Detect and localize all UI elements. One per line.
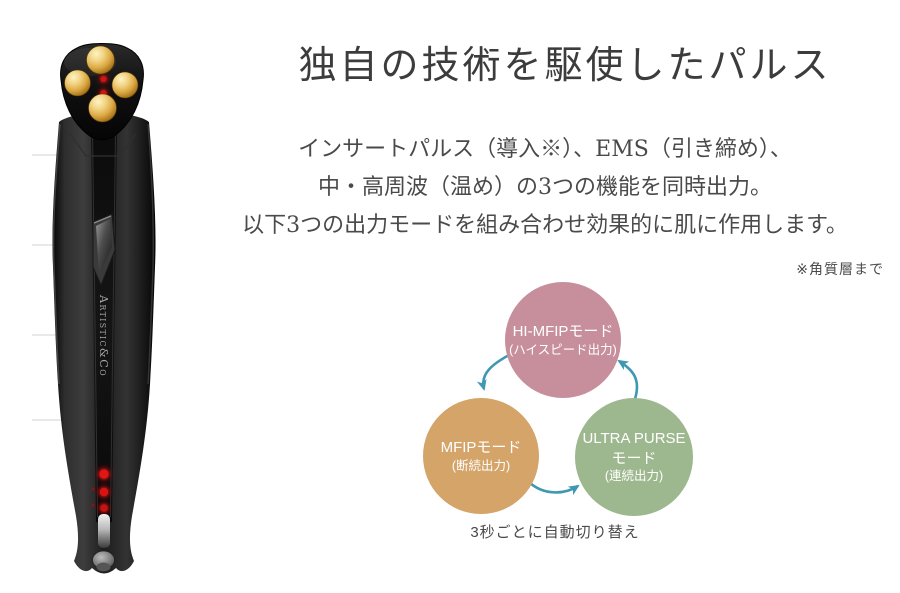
electrode-bottom bbox=[88, 93, 117, 123]
node-hi-mfip-mode: HI-MFIPモード (ハイスピード出力) bbox=[505, 282, 621, 398]
gold-electrodes bbox=[64, 45, 139, 123]
description-line-2: 中・高周波（温め）の3つの機能を同時出力。 bbox=[318, 175, 772, 200]
arrow-mfip-to-ultra-purse bbox=[529, 481, 580, 496]
node-sublabel: (断続出力) bbox=[451, 458, 511, 473]
device-brand-text: Artistic&Co bbox=[97, 294, 111, 377]
description-line-3: 以下3つの出力モードを組み合わせ効果的に肌に作用します。 bbox=[242, 213, 848, 238]
node-label: HI-MFIPモード bbox=[512, 323, 614, 341]
node-ultra-purse-mode: ULTRA PURSE モード (連続出力) bbox=[575, 398, 693, 516]
device-product-image: Artistic&Co bbox=[32, 43, 156, 574]
electrode-top bbox=[86, 45, 115, 75]
node-label: MFIPモード bbox=[440, 439, 522, 457]
device-slider-button bbox=[92, 213, 116, 287]
electrode-left bbox=[64, 69, 91, 97]
head-collar-facet bbox=[69, 133, 137, 157]
node-label: ULTRA PURSE bbox=[582, 430, 686, 448]
arrow-hi-mfip-to-mfip bbox=[476, 352, 512, 391]
electrode-right bbox=[111, 71, 139, 99]
bottom-led-lights bbox=[91, 467, 111, 514]
arrow-ultra-purse-to-hi-mfip bbox=[617, 359, 639, 400]
diagram-caption: 3秒ごとに自動切り替え bbox=[470, 524, 640, 541]
page-title: 独自の技術を駆使したパルス bbox=[298, 43, 832, 87]
node-mfip-mode: MFIPモード (断続出力) bbox=[423, 398, 539, 514]
base-nub bbox=[92, 550, 115, 572]
body-highlight-right bbox=[147, 123, 154, 385]
description: インサートパルス（導入※）、EMS（引き締め）、 中・高周波（温め）の3つの機能… bbox=[190, 131, 900, 245]
footnote: ※角質層まで bbox=[796, 261, 884, 277]
metal-column bbox=[98, 514, 110, 548]
node-label2: モード bbox=[611, 449, 657, 467]
body-highlight-left bbox=[52, 123, 61, 385]
description-line-1: インサートパルス（導入※）、EMS（引き締め）、 bbox=[298, 137, 792, 162]
node-sublabel: (ハイスピード出力) bbox=[509, 342, 617, 357]
node-sublabel: (連続出力) bbox=[604, 469, 664, 484]
